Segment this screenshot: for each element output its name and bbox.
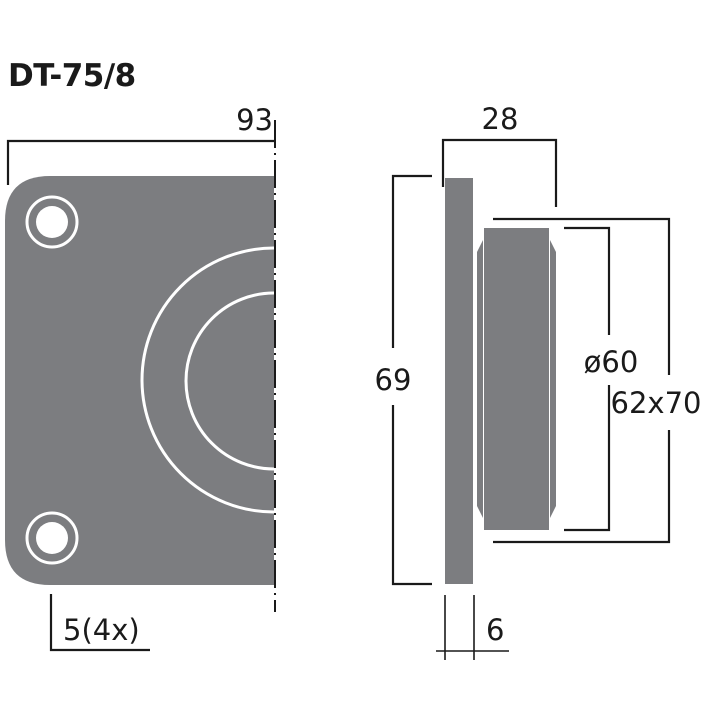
dome-inner-arc — [184, 291, 275, 471]
flange — [445, 178, 473, 584]
flange-size-label: 62x70 — [611, 386, 702, 420]
mounting-hole-bottom — [25, 511, 79, 565]
faceplate — [5, 176, 274, 585]
width-dimension: 93 — [6, 103, 275, 185]
height-dimension: 69 — [375, 174, 432, 586]
width-label: 93 — [236, 103, 273, 137]
front-view: 93 5(4x) — [5, 103, 276, 652]
body-chamfer-left — [477, 240, 483, 518]
hole-dimension: 5(4x) — [49, 594, 150, 652]
flange-thickness-dimension: 6 — [436, 595, 509, 660]
side-view: 69 28 ø60 62x70 6 — [375, 102, 702, 660]
diameter-dimension: ø60 — [564, 226, 639, 532]
hole-label: 5(4x) — [63, 613, 140, 647]
tweeter-body — [484, 228, 549, 530]
body-chamfer-right — [550, 240, 556, 518]
model-title: DT-75/8 — [8, 58, 136, 94]
flange-thickness-label: 6 — [486, 613, 504, 647]
diameter-label: ø60 — [584, 345, 639, 379]
mounting-hole-top — [25, 195, 79, 249]
depth-dimension: 28 — [441, 102, 558, 207]
depth-label: 28 — [482, 102, 519, 136]
dome-outer-arc — [140, 246, 275, 514]
height-label: 69 — [375, 363, 412, 397]
flange-size-dimension: 62x70 — [493, 217, 702, 544]
